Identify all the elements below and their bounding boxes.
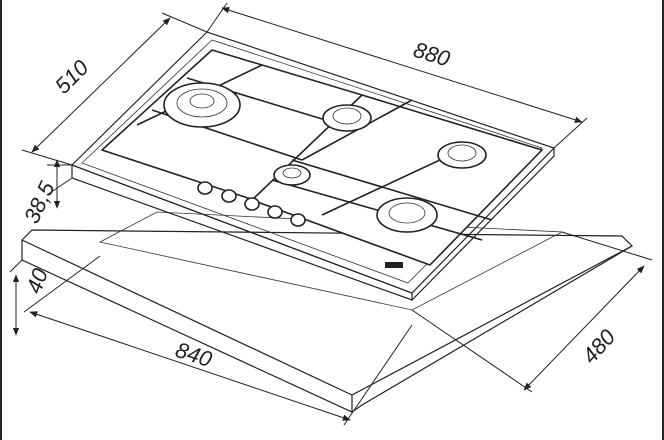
label-38-5: 38,5 [19,177,60,227]
burner-wok [163,82,241,128]
label-880: 880 [411,37,454,72]
label-40: 40 [21,264,53,296]
label-510: 510 [50,54,94,98]
label-840: 840 [172,337,215,372]
label-480: 480 [577,324,621,369]
dimension-38-5: 38,5 [19,159,73,227]
burner-front-right [376,197,438,233]
countertop [21,211,633,413]
burner-rear-center [322,104,372,132]
burner-front-center [273,164,311,186]
control-knobs [197,181,403,268]
brand-badge [385,262,403,268]
burner-rear-right [437,141,487,169]
dimension-840: 840 [23,255,413,426]
